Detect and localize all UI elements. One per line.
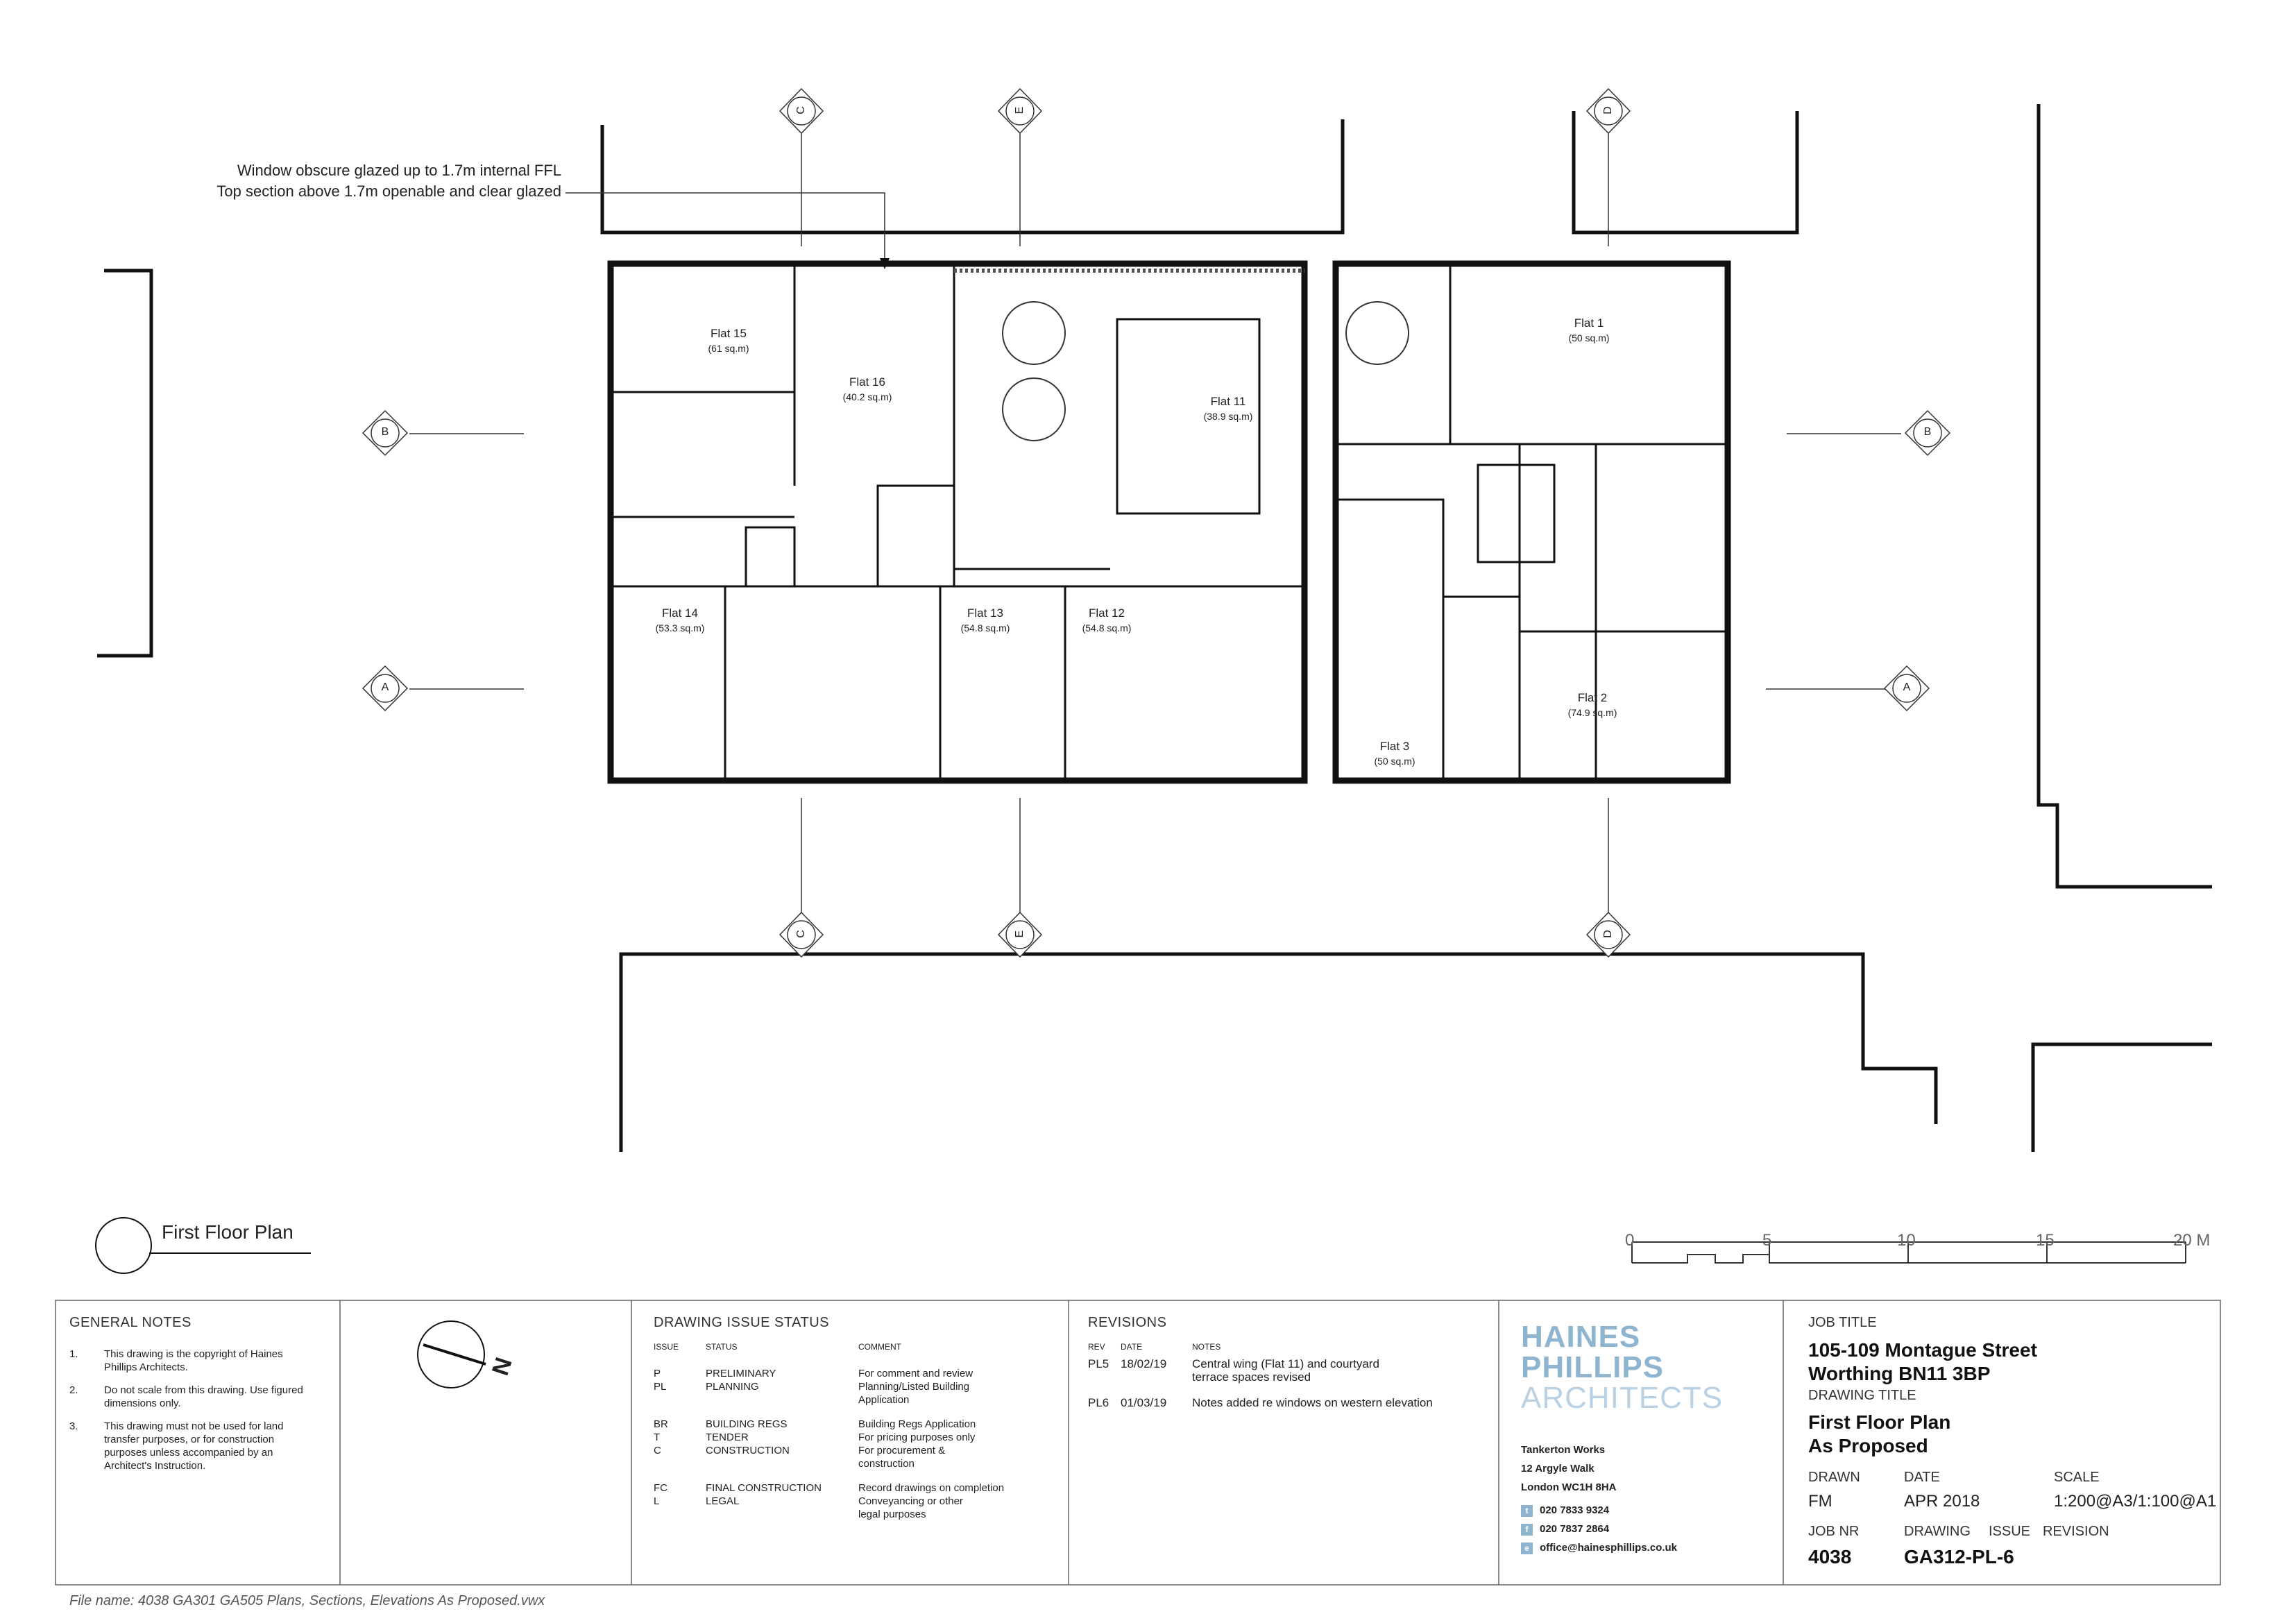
issue-label: ISSUE <box>1989 1524 2031 1539</box>
grid-right-a: A <box>1903 681 1911 693</box>
flat-15-label: Flat 15 (61 sq.m) <box>708 327 749 354</box>
issue-col-comment: COMMENT <box>858 1342 901 1352</box>
grid-bottom-e: E <box>1014 930 1026 938</box>
neighbour-bottom-right <box>2031 1042 2212 1152</box>
wing-west <box>607 260 1308 784</box>
fax-icon: f <box>1521 1523 1533 1536</box>
flat-16-label: Flat 16 (40.2 sq.m) <box>842 375 892 402</box>
neighbour-left <box>97 269 153 658</box>
drawing-number-value: GA312-PL-6 <box>1904 1546 2014 1567</box>
drawing-title-label: DRAWING TITLE <box>1808 1388 1916 1403</box>
general-note-item: 3. This drawing must not be used for lan… <box>69 1420 284 1472</box>
flat-1-label: Flat 1 (50 sq.m) <box>1568 316 1610 343</box>
scale-tick-15: 15 <box>2036 1231 2055 1250</box>
title-block-frame <box>55 1300 2221 1586</box>
grid-top-c: C <box>795 106 807 114</box>
plan-title: First Floor Plan <box>162 1221 294 1243</box>
flat-12-label: Flat 12 (54.8 sq.m) <box>1082 606 1132 634</box>
job-nr-value: 4038 <box>1808 1546 1852 1567</box>
drawing-title-line1: First Floor Plan <box>1808 1411 1951 1433</box>
scale-label: SCALE <box>2054 1470 2100 1485</box>
drawing-title-line2: As Proposed <box>1808 1435 1928 1456</box>
grid-top-d: D <box>1602 106 1614 114</box>
revisions-heading: REVISIONS <box>1088 1315 1167 1330</box>
phone-icon: t <box>1521 1504 1533 1517</box>
table-row: legal purposes <box>858 1509 926 1520</box>
general-notes-heading: GENERAL NOTES <box>69 1315 192 1330</box>
table-row: construction <box>858 1458 915 1470</box>
issue-col-status: STATUS <box>706 1342 738 1352</box>
revisions-table: PL5 18/02/19 Central wing (Flat 11) and … <box>1088 1357 1490 1409</box>
job-title-label: JOB TITLE <box>1808 1315 1877 1330</box>
rev-col-date: DATE <box>1121 1342 1143 1352</box>
file-name: File name: 4038 GA301 GA505 Plans, Secti… <box>69 1593 545 1608</box>
scale-tick-20: 20 M <box>2173 1231 2211 1250</box>
grid-left-b: B <box>381 426 389 438</box>
flat-11-label: Flat 11 (38.9 sq.m) <box>1203 395 1253 422</box>
grid-top-e: E <box>1014 106 1026 114</box>
general-note-item: 2. Do not scale from this drawing. Use f… <box>69 1384 303 1409</box>
general-notes-list: 1. This drawing is the copyright of Hain… <box>69 1348 326 1472</box>
company-address: Tankerton Works 12 Argyle Walk London WC… <box>1521 1444 1677 1554</box>
neighbour-top-right <box>1572 111 1799 235</box>
drawing-label: DRAWING <box>1904 1524 1971 1539</box>
window-note-line1: Window obscure glazed up to 1.7m interna… <box>237 162 561 179</box>
neighbour-bottom <box>619 952 1938 1152</box>
job-title-line2: Worthing BN11 3BP <box>1808 1363 1991 1384</box>
wing-east <box>1332 260 1731 784</box>
table-row: Application <box>858 1394 910 1406</box>
tree-icon <box>1002 377 1066 441</box>
north-arrow-icon <box>417 1320 486 1388</box>
neighbour-top-left <box>600 119 1345 235</box>
scale-tick-10: 10 <box>1897 1231 1916 1250</box>
rev-col-rev: REV <box>1088 1342 1105 1352</box>
plan-title-bubble <box>95 1217 152 1274</box>
scale-tick-5: 5 <box>1762 1231 1772 1250</box>
flat-13-label: Flat 13 (54.8 sq.m) <box>960 606 1010 634</box>
company-logo: HAINES PHILLIPS ARCHITECTS <box>1521 1320 1724 1415</box>
grid-right-b: B <box>1923 426 1932 438</box>
email-icon: e <box>1521 1542 1533 1554</box>
grid-bottom-d: D <box>1602 930 1614 938</box>
date-label: DATE <box>1904 1470 1940 1485</box>
grid-bottom-c: C <box>795 930 807 938</box>
scale-value: 1:200@A3/1:100@A1 <box>2054 1492 2217 1511</box>
job-nr-label: JOB NR <box>1808 1524 1860 1539</box>
grid-left-a: A <box>381 681 389 693</box>
revision-label: REVISION <box>2043 1524 2109 1539</box>
drawn-label: DRAWN <box>1808 1470 1860 1485</box>
rev-col-notes: NOTES <box>1192 1342 1221 1352</box>
flat-3-label: Flat 3 (50 sq.m) <box>1374 740 1415 767</box>
general-note-item: 1. This drawing is the copyright of Hain… <box>69 1348 283 1373</box>
job-title-line1: 105-109 Montague Street <box>1808 1339 2037 1361</box>
date-value: APR 2018 <box>1904 1492 1980 1511</box>
scale-tick-0: 0 <box>1625 1231 1635 1250</box>
issue-col-issue: ISSUE <box>654 1342 679 1352</box>
tree-icon <box>1002 301 1066 365</box>
flat-14-label: Flat 14 (53.3 sq.m) <box>655 606 705 634</box>
issue-status-heading: DRAWING ISSUE STATUS <box>654 1315 829 1330</box>
table-row: PL5 18/02/19 Central wing (Flat 11) and … <box>1088 1357 1379 1384</box>
tree-icon <box>1345 301 1409 365</box>
flat-2-label: Flat 2 (74.9 sq.m) <box>1567 691 1617 718</box>
window-note-line2: Top section above 1.7m openable and clea… <box>216 182 561 200</box>
neighbour-right <box>2036 104 2212 889</box>
table-row: PL6 01/03/19 Notes added re windows on w… <box>1088 1396 1433 1409</box>
drawn-value: FM <box>1808 1492 1832 1511</box>
